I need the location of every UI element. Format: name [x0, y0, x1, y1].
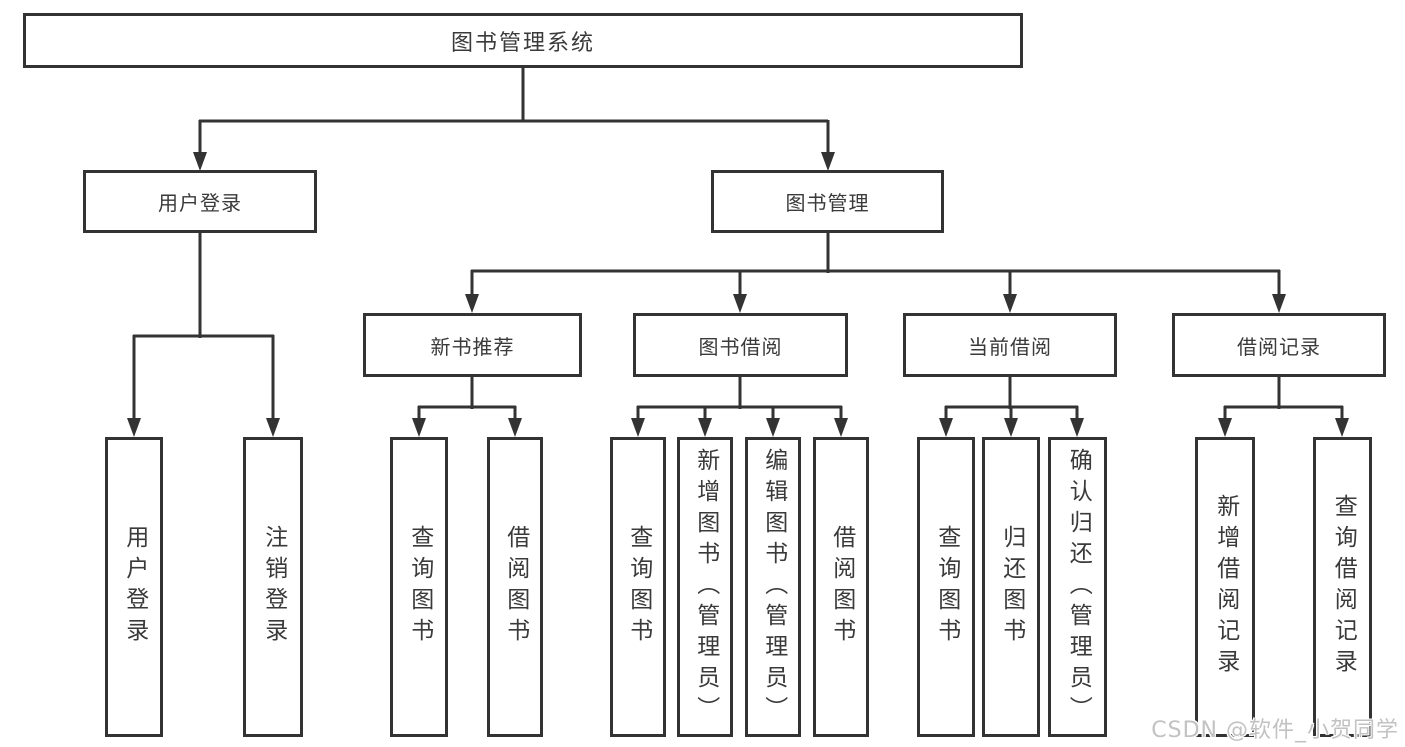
- node-leaf-borrow-query-books: 查询图书: [610, 437, 666, 737]
- node-leaf-current-query-books: 查询图书: [917, 437, 975, 737]
- arrow-down-icon: [698, 418, 712, 437]
- node-book-borrow-label: 图书借阅: [698, 334, 783, 359]
- node-leaf-borrow-borrow-books-label: 借阅图书: [828, 525, 855, 649]
- arrow-down-icon: [1004, 418, 1018, 437]
- arrow-down-icon: [193, 152, 207, 171]
- arrow-down-icon: [1335, 418, 1349, 437]
- arrow-down-icon: [508, 418, 522, 437]
- csdn-watermark: CSDN @软件_小贺同学: [1151, 718, 1399, 743]
- node-leaf-query-record-label: 查询借阅记录: [1330, 494, 1357, 680]
- node-leaf-edit-books: 编辑图书（管理员）: [745, 437, 801, 737]
- node-leaf-rec-borrow-books-label: 借阅图书: [502, 525, 529, 649]
- node-leaf-logout: 注销登录: [243, 437, 303, 737]
- arrow-down-icon: [821, 152, 835, 171]
- node-leaf-confirm-return-label: 确认归还（管理员）: [1065, 447, 1092, 727]
- node-new-book-rec: 新书推荐: [363, 313, 582, 377]
- node-leaf-add-books-label: 新增图书（管理员）: [692, 447, 719, 727]
- node-leaf-borrow-query-books-label: 查询图书: [625, 525, 652, 649]
- node-root-label: 图书管理系统: [450, 30, 595, 56]
- arrow-down-icon: [1272, 294, 1286, 313]
- connector-root-to-level2: [193, 68, 835, 171]
- arrow-down-icon: [939, 418, 953, 437]
- connector-borrow-records-to-leaves: [1218, 377, 1349, 437]
- node-user-login-label: 用户登录: [158, 191, 242, 215]
- node-leaf-login: 用户登录: [105, 437, 163, 737]
- node-leaf-logout-label: 注销登录: [260, 525, 287, 649]
- connector-user-login-to-leaves: [127, 233, 280, 437]
- node-current-borrow-label: 当前借阅: [968, 334, 1052, 359]
- connector-current-borrow-to-leaves: [939, 377, 1084, 437]
- node-leaf-return-books: 归还图书: [982, 437, 1040, 737]
- node-leaf-add-record-label: 新增借阅记录: [1212, 494, 1239, 680]
- node-leaf-return-books-label: 归还图书: [998, 525, 1025, 649]
- arrow-down-icon: [1070, 418, 1084, 437]
- arrow-down-icon: [1218, 418, 1232, 437]
- arrow-down-icon: [1003, 294, 1017, 313]
- arrow-down-icon: [834, 418, 848, 437]
- node-leaf-confirm-return: 确认归还（管理员）: [1048, 437, 1107, 737]
- node-current-borrow: 当前借阅: [903, 313, 1117, 377]
- arrow-down-icon: [412, 418, 426, 437]
- connector-new-book-rec-to-leaves: [412, 377, 522, 437]
- node-book-mgmt: 图书管理: [711, 170, 944, 233]
- arrow-down-icon: [266, 418, 280, 437]
- node-leaf-edit-books-label: 编辑图书（管理员）: [760, 447, 787, 727]
- node-leaf-login-label: 用户登录: [121, 525, 148, 649]
- node-book-borrow: 图书借阅: [633, 313, 848, 377]
- node-new-book-rec-label: 新书推荐: [430, 334, 515, 359]
- node-leaf-add-books: 新增图书（管理员）: [677, 437, 733, 737]
- node-leaf-rec-borrow-books: 借阅图书: [487, 437, 543, 737]
- node-leaf-current-query-books-label: 查询图书: [933, 525, 960, 649]
- arrow-down-icon: [631, 418, 645, 437]
- node-leaf-borrow-borrow-books: 借阅图书: [813, 437, 869, 737]
- node-leaf-query-record: 查询借阅记录: [1313, 437, 1372, 737]
- arrow-down-icon: [766, 418, 780, 437]
- arrow-down-icon: [127, 418, 141, 437]
- node-borrow-records-label: 借阅记录: [1237, 334, 1321, 359]
- node-user-login: 用户登录: [83, 170, 317, 233]
- node-book-mgmt-label: 图书管理: [785, 191, 870, 215]
- arrow-down-icon: [465, 294, 479, 313]
- arrow-down-icon: [733, 294, 747, 313]
- connector-book-borrow-to-leaves: [631, 377, 848, 437]
- connector-book-mgmt-to-level3: [465, 233, 1286, 313]
- node-borrow-records: 借阅记录: [1172, 313, 1386, 377]
- node-leaf-rec-query-books-label: 查询图书: [406, 525, 433, 649]
- node-root: 图书管理系统: [23, 13, 1023, 68]
- node-leaf-add-record: 新增借阅记录: [1195, 437, 1255, 737]
- node-leaf-rec-query-books: 查询图书: [390, 437, 448, 737]
